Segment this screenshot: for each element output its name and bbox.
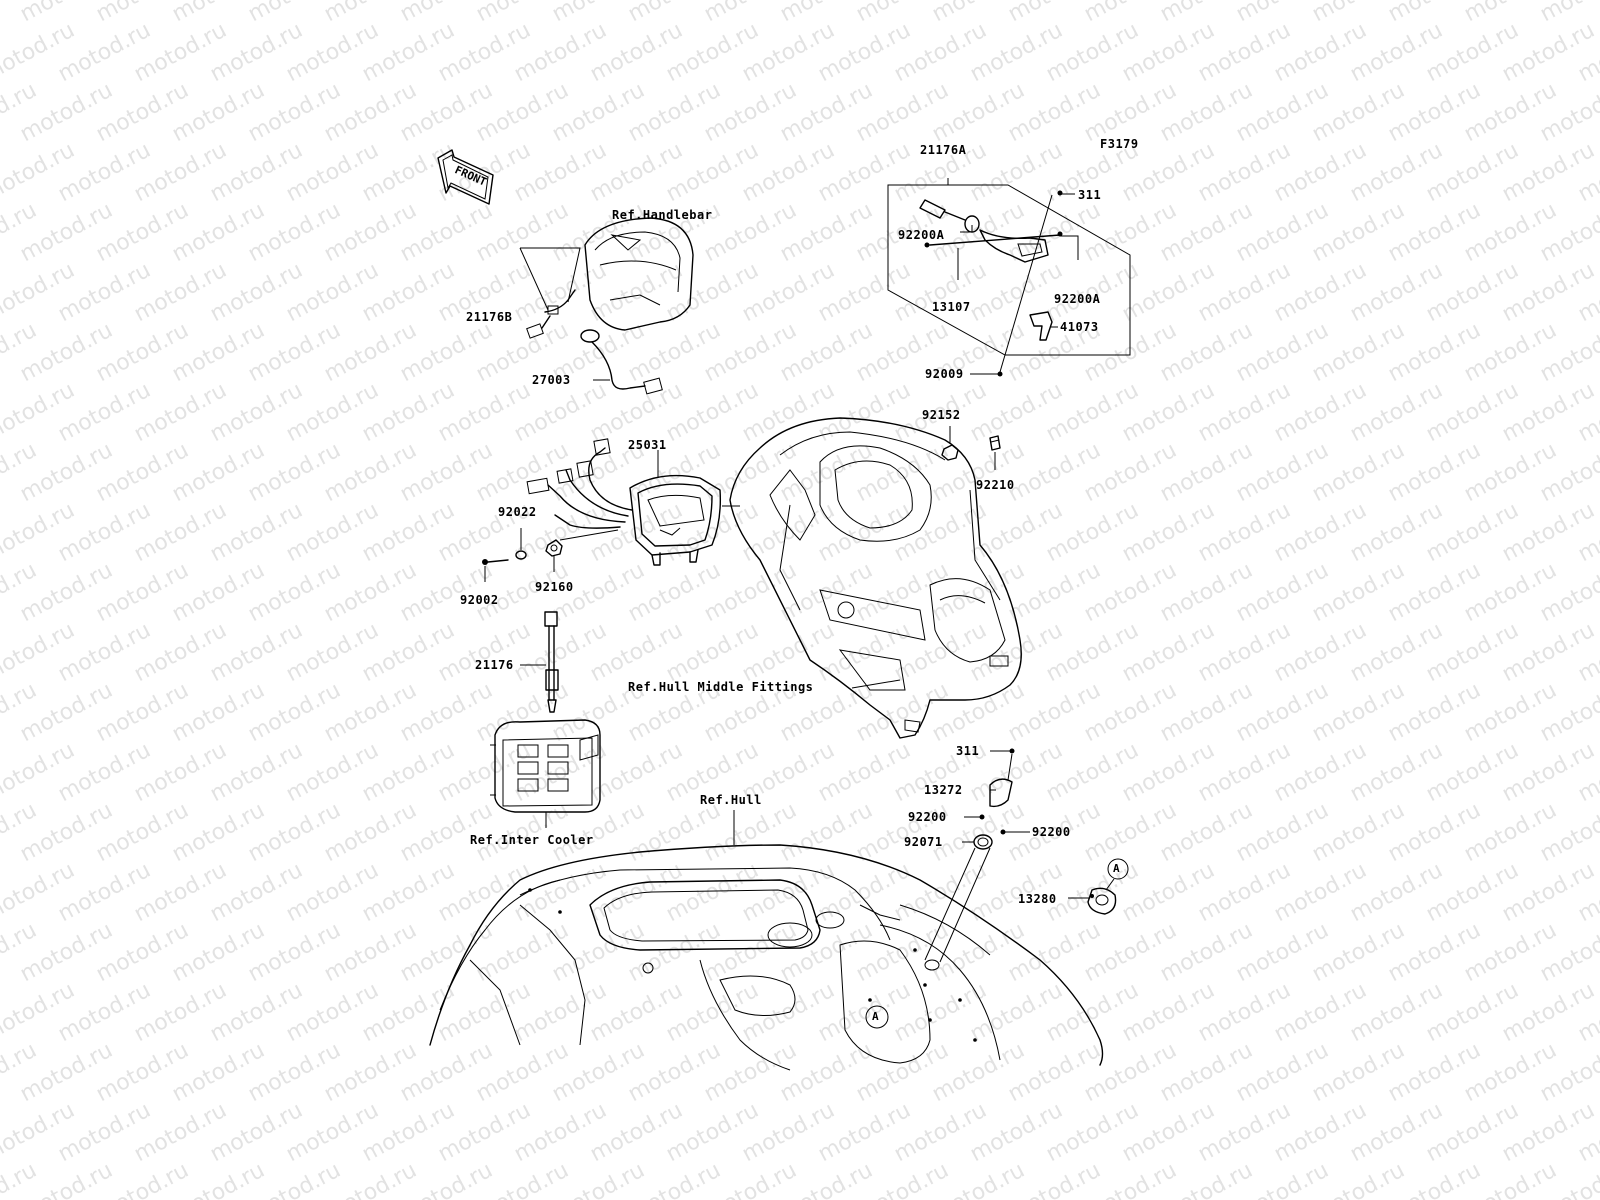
- part-92071: 92071: [904, 835, 943, 849]
- ref-hull-middle-fittings: Ref.Hull Middle Fittings: [628, 680, 814, 694]
- hull: [429, 844, 1104, 1071]
- part-13107: 13107: [932, 300, 971, 314]
- callout-label-bottom: A: [872, 1010, 880, 1023]
- part-25031: 25031: [628, 438, 667, 452]
- part-92200-right: 92200: [1032, 825, 1071, 839]
- part-92152: 92152: [922, 408, 961, 422]
- part-92009: 92009: [925, 367, 964, 381]
- part-92022: 92022: [498, 505, 537, 519]
- figure-code: F3179: [1100, 137, 1139, 151]
- part-311-bottom: 311: [956, 744, 980, 758]
- part-92160: 92160: [535, 580, 574, 594]
- front-arrow-icon: FRONT: [437, 149, 494, 205]
- part-21176B: 21176B: [466, 310, 513, 324]
- part-21176: 21176: [475, 658, 514, 672]
- inter-cooler: [490, 719, 601, 813]
- meter-25031: [526, 438, 722, 566]
- front-arrow-label: FRONT: [453, 163, 489, 188]
- part-92200-left: 92200: [908, 810, 947, 824]
- lower-bracket-assembly: [924, 748, 1015, 971]
- ref-hull: Ref.Hull: [700, 793, 762, 807]
- part-13280: 13280: [1018, 892, 1057, 906]
- part-92002: 92002: [460, 593, 499, 607]
- callout-circle-top: [1107, 858, 1129, 880]
- part-13272: 13272: [924, 783, 963, 797]
- part-311-top: 311: [1078, 188, 1102, 202]
- gasket-13280: [1087, 858, 1129, 915]
- part-92210: 92210: [976, 478, 1015, 492]
- callout-circle-bottom: [865, 1005, 889, 1029]
- hull-middle-fittings: [729, 417, 1022, 739]
- ref-handlebar: Ref.Handlebar: [612, 208, 713, 222]
- part-27003: 27003: [532, 373, 571, 387]
- fasteners-hull-middle: [941, 435, 1001, 461]
- callout-label-top: A: [1113, 862, 1121, 875]
- part-92200A-left: 92200A: [898, 228, 945, 242]
- part-92200A-right: 92200A: [1054, 292, 1101, 306]
- fasteners-meter: [482, 539, 563, 565]
- part-41073: 41073: [1060, 320, 1099, 334]
- handlebar-cover: [584, 217, 694, 331]
- kit-box-21176A: [887, 184, 1131, 377]
- part-21176A: 21176A: [920, 143, 967, 157]
- sensor-21176: [544, 611, 559, 713]
- ref-inter-cooler: Ref.Inter Cooler: [470, 833, 594, 847]
